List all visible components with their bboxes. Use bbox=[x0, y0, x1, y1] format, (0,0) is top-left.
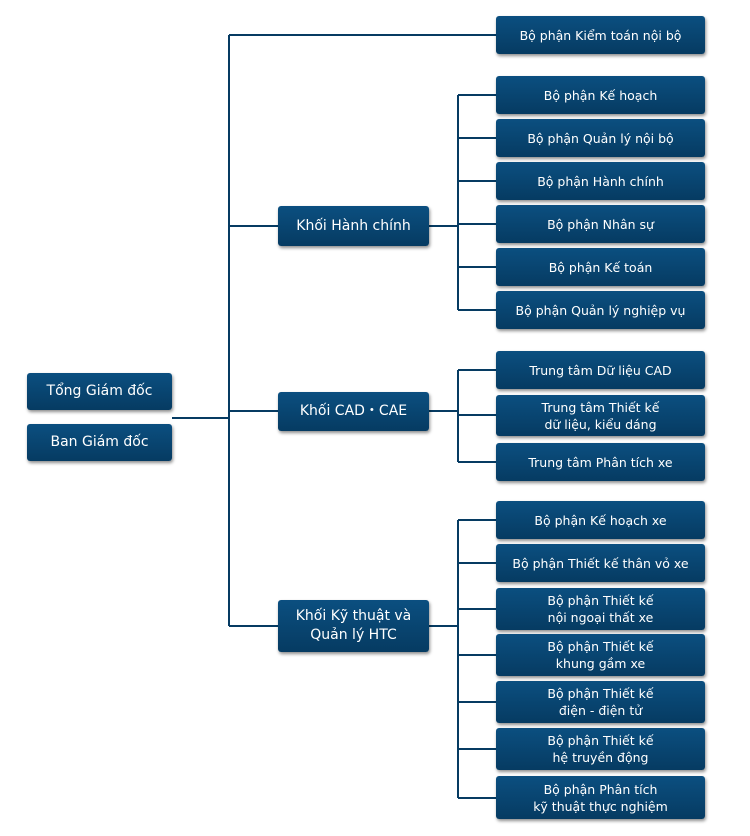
admin-unit-administration: Bộ phận Hành chính bbox=[496, 162, 705, 200]
tech-division-box: Khối Kỹ thuật và Quản lý HTC bbox=[278, 600, 429, 652]
tech-unit-testing-analysis: Bộ phận Phân tích kỹ thuật thực nghiệm bbox=[496, 776, 705, 819]
admin-unit-accounting: Bộ phận Kế toán bbox=[496, 248, 705, 286]
board-box: Ban Giám đốc bbox=[27, 424, 172, 461]
tech-unit-electrical: Bộ phận Thiết kế điện - điện tử bbox=[496, 681, 705, 723]
tech-unit-powertrain: Bộ phận Thiết kế hệ truyền động bbox=[496, 728, 705, 770]
admin-unit-internal-management: Bộ phận Quản lý nội bộ bbox=[496, 119, 705, 157]
cad-division-box: Khối CAD・CAE bbox=[278, 392, 429, 431]
ceo-box: Tổng Giám đốc bbox=[27, 373, 172, 410]
cad-unit-design-center: Trung tâm Thiết kế dữ liệu, kiểu dáng bbox=[496, 395, 705, 436]
admin-unit-operations: Bộ phận Quản lý nghiệp vụ bbox=[496, 291, 705, 329]
admin-division-box: Khối Hành chính bbox=[278, 206, 429, 246]
cad-unit-analysis-center: Trung tâm Phân tích xe bbox=[496, 443, 705, 481]
admin-unit-planning: Bộ phận Kế hoạch bbox=[496, 76, 705, 114]
cad-unit-data-center: Trung tâm Dữ liệu CAD bbox=[496, 351, 705, 389]
audit-box: Bộ phận Kiểm toán nội bộ bbox=[496, 16, 705, 54]
tech-unit-vehicle-planning: Bộ phận Kế hoạch xe bbox=[496, 501, 705, 539]
tech-unit-body-design: Bộ phận Thiết kế thân vỏ xe bbox=[496, 544, 705, 582]
tech-unit-interior-exterior: Bộ phận Thiết kế nội ngoại thất xe bbox=[496, 588, 705, 630]
tech-unit-chassis: Bộ phận Thiết kế khung gầm xe bbox=[496, 634, 705, 676]
admin-unit-hr: Bộ phận Nhân sự bbox=[496, 205, 705, 243]
